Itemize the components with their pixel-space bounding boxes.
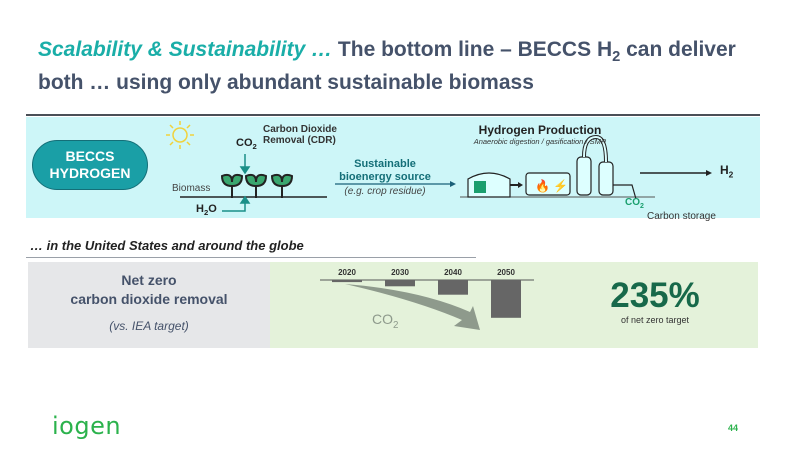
co2-arrow-sub: 2 <box>393 319 399 331</box>
process-diagram: 🔥⚡ <box>166 121 712 212</box>
badge-line1: BECCS <box>65 148 115 164</box>
section-subheading: … in the United States and around the gl… <box>30 238 304 253</box>
iogen-logo: iogen <box>52 412 122 440</box>
h2o-o: O <box>208 203 217 215</box>
title-text: The bottom line – BECCS H <box>332 38 613 61</box>
metric-title: Net zero carbon dioxide removal <box>28 271 270 309</box>
lightning-icon: ⚡ <box>553 179 568 193</box>
co2-arrow-text: CO <box>372 311 393 327</box>
production-subtitle: Anaerobic digestion / gasification / SMR <box>473 137 607 146</box>
co2-text: CO <box>236 137 253 149</box>
carbon-storage-label: Carbon storage <box>647 211 716 222</box>
co2-out-sub: 2 <box>640 203 644 210</box>
slide-title: Scalability & Sustainability … The botto… <box>38 37 778 96</box>
metric-line1: Net zero <box>121 272 177 288</box>
h2-arrow-icon <box>640 170 712 176</box>
co2-sub: 2 <box>252 142 257 152</box>
co2-output-label: CO2 <box>625 197 644 210</box>
source-example: (e.g. crop residue) <box>344 186 426 197</box>
tick-label-2030: 2030 <box>391 268 409 277</box>
h2-sub: 2 <box>728 169 734 180</box>
divider <box>26 114 760 116</box>
bar-2040 <box>438 280 468 295</box>
sun-icon <box>166 121 194 149</box>
h2-text: H <box>720 163 729 177</box>
tick-label-2020: 2020 <box>338 268 356 277</box>
h2o-sub: 2 <box>203 208 209 218</box>
metric-note: (vs. IEA target) <box>109 319 189 333</box>
metric-label-panel: Net zero carbon dioxide removal (vs. IEA … <box>28 262 270 348</box>
source-line1: Sustainable <box>354 158 416 170</box>
source-line2: bioenergy source <box>339 171 431 183</box>
title-accent: Scalability & Sustainability … <box>38 38 333 61</box>
biomass-label: Biomass <box>172 183 211 194</box>
bar-2050 <box>491 280 521 318</box>
cdr-line1: Carbon Dioxide <box>263 124 337 135</box>
metric-value: 235% <box>610 276 700 315</box>
flame-icon: 🔥 <box>535 179 550 193</box>
metric-value-label: of net zero target <box>620 315 690 325</box>
subheading-underline <box>26 257 476 258</box>
digester-icon <box>467 172 511 198</box>
tick-label-2050: 2050 <box>497 268 515 277</box>
co2-arrow-label: CO2 <box>372 311 398 331</box>
co2-bar-chart: 2020 2030 2040 2050 <box>320 268 534 330</box>
plants-icon <box>220 173 294 198</box>
co2-trend-arrow <box>345 284 480 330</box>
h2o-h: H <box>196 203 204 215</box>
title-text-2: can deliver both … using only abundant s… <box>38 38 736 95</box>
h2o-label: H2O <box>196 203 217 217</box>
tick-label-2040: 2040 <box>444 268 462 277</box>
metric-line2: carbon dioxide removal <box>70 291 228 307</box>
reactor-icon: 🔥⚡ <box>525 172 571 196</box>
title-sub: 2 <box>612 49 621 66</box>
co2-out-text: CO <box>625 197 640 208</box>
process-panel <box>26 117 760 218</box>
h2-output-label: H2 <box>720 163 733 179</box>
production-title: Hydrogen Production <box>478 123 602 137</box>
cdr-line2: Removal (CDR) <box>263 135 336 146</box>
co2-arrow-icon <box>239 154 251 175</box>
bar-2020 <box>332 280 362 283</box>
columns-icon <box>576 134 637 200</box>
arrow-to-reactor-icon <box>510 182 523 188</box>
badge-line2: HYDROGEN <box>49 165 131 181</box>
h2o-arrow-icon <box>222 195 251 212</box>
bar-2030 <box>385 280 415 287</box>
feed-arrow-icon <box>335 181 456 187</box>
page-number: 44 <box>728 423 739 433</box>
co2-input-label: CO2 <box>236 137 257 151</box>
